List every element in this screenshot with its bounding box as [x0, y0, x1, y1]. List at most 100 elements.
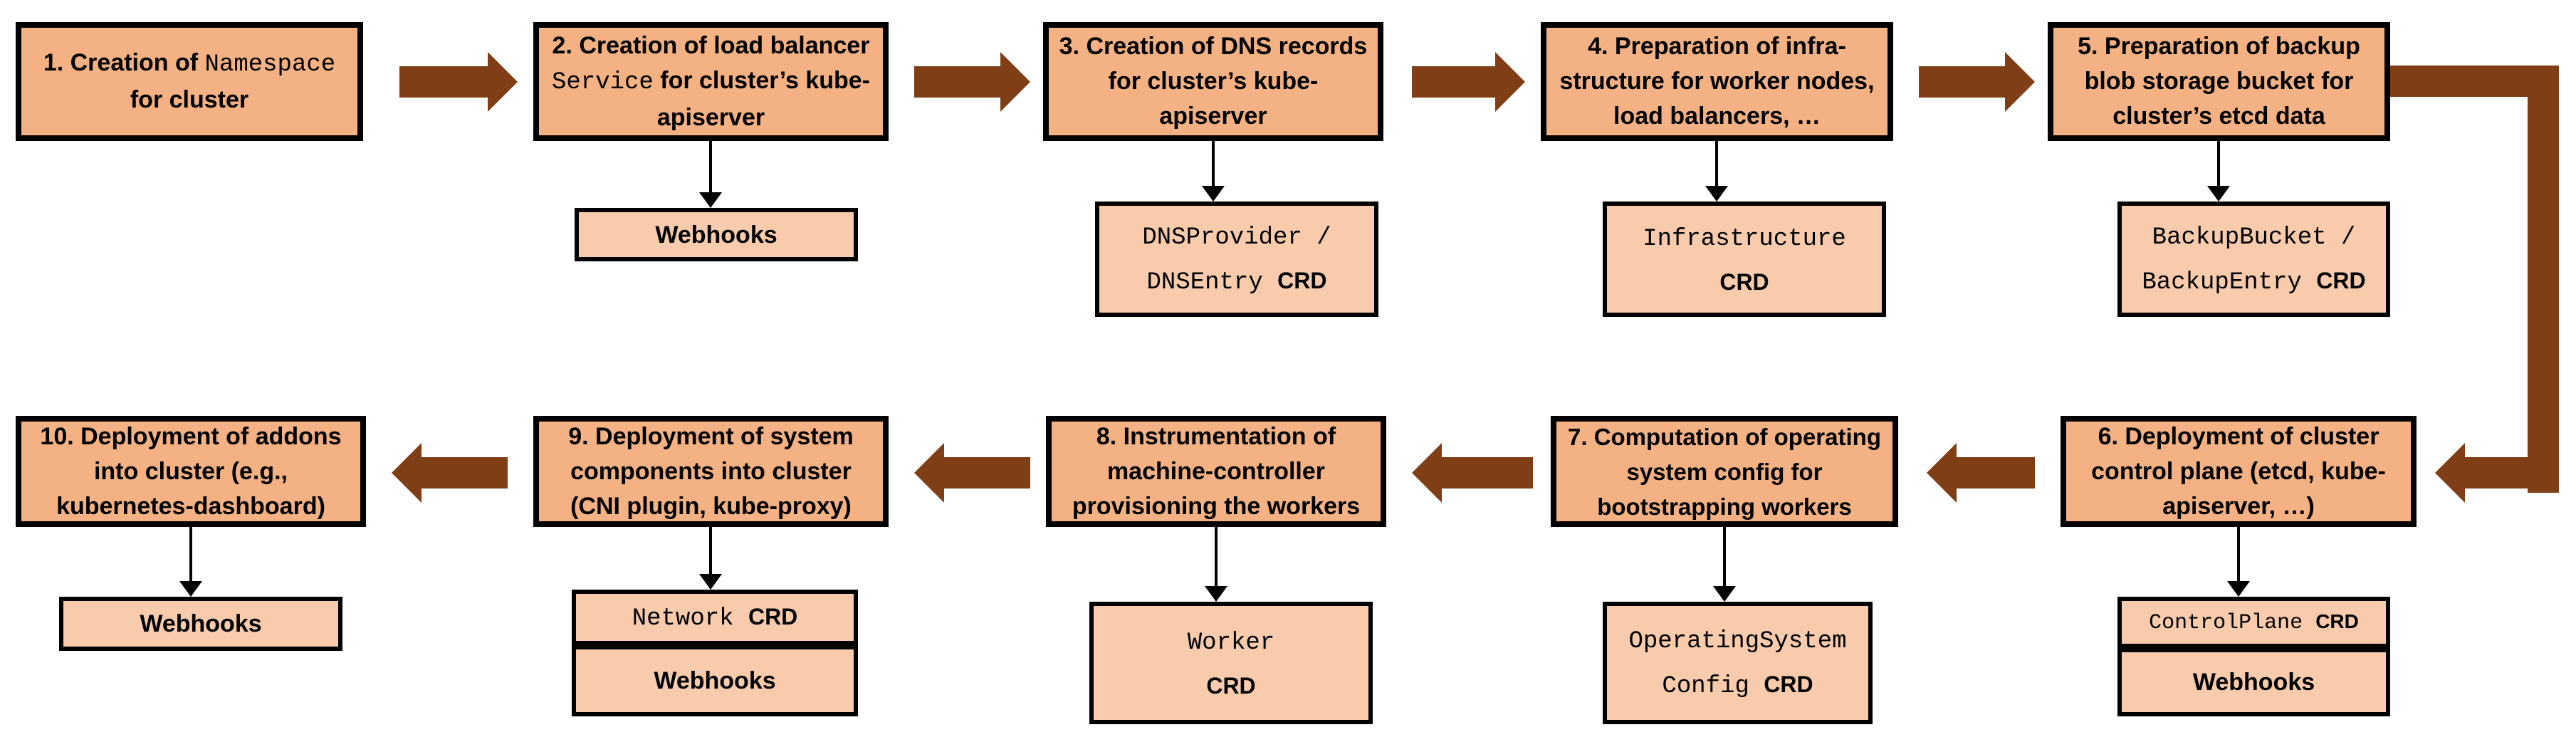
webhooks-text: Webhooks — [655, 221, 777, 249]
arrow-head — [1000, 52, 1030, 112]
connector-line — [709, 527, 712, 575]
webhooks-text: Webhooks — [654, 667, 776, 694]
step-8-label: 8. Instrumentation of machine-controller… — [1059, 419, 1373, 524]
flow-arrow-5-to-6-icon — [2435, 443, 2557, 503]
crd-box-backupbucket-backupentry: BackupBucket / BackupEntry CRD — [2117, 202, 2390, 317]
crd-name-text: Config — [1662, 673, 1764, 700]
connector-head — [179, 581, 202, 597]
step-2-text-segment: 2. Creation of load balancer — [552, 31, 870, 59]
crd-line: Infrastructure — [1643, 216, 1846, 261]
step-4-label: 4. Preparation of infra-structure for wo… — [1554, 29, 1880, 134]
crd-line: OperatingSystem — [1628, 618, 1846, 663]
connector-line — [1715, 141, 1718, 187]
connector-head — [1202, 186, 1225, 202]
arrow-head — [1927, 443, 1957, 503]
crd-line: DNSProvider / — [1142, 214, 1331, 259]
crd-suffix-text: CRD — [1206, 672, 1256, 699]
arrow-head — [2435, 443, 2465, 503]
crd-suffix-text: CRD — [2315, 610, 2359, 632]
step-7-text-segment: 7. Computation of operating system confi… — [1568, 423, 1881, 520]
crd-box-worker: Worker CRD — [1089, 602, 1373, 724]
webhooks-label: Webhooks — [655, 214, 777, 256]
step-5-box: 5. Preparation of backup blob storage bu… — [2048, 22, 2390, 141]
crd-box-operatingsystemconfig: OperatingSystem Config CRD — [1603, 602, 1873, 724]
crd-line: BackupEntry CRD — [2142, 259, 2365, 304]
step-1-box: 1. Creation of Namespace for cluster — [16, 22, 363, 141]
crd-line: ControlPlane CRD — [2149, 607, 2359, 637]
arrow-body — [914, 66, 1002, 98]
down-arrow-step-8-icon — [1205, 527, 1227, 602]
step-4-text-segment: 4. Preparation of infra-structure for wo… — [1559, 33, 1875, 130]
arrow-body — [399, 66, 489, 98]
crd-line: Config CRD — [1662, 663, 1813, 708]
arrow-body — [1955, 457, 2035, 488]
crd-name-text: Infrastructure — [1643, 225, 1846, 253]
connector-line — [1723, 527, 1726, 587]
step-3-text-segment: 3. Creation of DNS records for cluster’s… — [1059, 33, 1368, 130]
step-10-box: 10. Deployment of addons into cluster (e… — [16, 416, 366, 527]
crd-name-text: Network — [632, 605, 748, 632]
crd-name-text: DNSProvider / — [1142, 224, 1331, 251]
step-6-label: 6. Deployment of cluster control plane (… — [2073, 419, 2404, 524]
connector-line — [189, 527, 192, 582]
step-2-text-segment: for cluster’s kube-apiserver — [653, 66, 871, 131]
step-3-label: 3. Creation of DNS records for cluster’s… — [1056, 29, 1371, 134]
step-6-text-segment: 6. Deployment of cluster control plane (… — [2091, 422, 2386, 520]
webhooks-text: Webhooks — [2192, 669, 2315, 696]
arrow-head — [488, 52, 518, 112]
crd-box-webhooks-step-2: Webhooks — [575, 208, 858, 261]
step-5-label: 5. Preparation of backup blob storage bu… — [2061, 29, 2377, 134]
arrow-body — [2464, 457, 2557, 488]
arrow-head — [1412, 443, 1442, 503]
step-10-label: 10. Deployment of addons into cluster (e… — [28, 419, 353, 524]
elbow-connector-vertical-segment — [2528, 66, 2559, 493]
flow-arrow-3-to-4-icon — [1412, 52, 1525, 112]
down-arrow-step-9-icon — [699, 527, 722, 590]
connector-head — [699, 574, 722, 590]
connector-head — [2227, 581, 2250, 597]
arrow-head — [914, 443, 944, 503]
crd-box-webhooks-step-9: Webhooks — [572, 645, 858, 716]
step-7-label: 7. Computation of operating system confi… — [1564, 419, 1885, 524]
crd-suffix-text: CRD — [1719, 268, 1769, 295]
step-9-text-segment: 9. Deployment of system components into … — [568, 422, 854, 520]
webhooks-label: Webhooks — [2193, 661, 2315, 704]
connector-head — [1205, 586, 1227, 602]
connector-head — [699, 192, 722, 208]
crd-name-text: DNSEntry — [1146, 269, 1278, 296]
crd-box-webhooks-step-10: Webhooks — [59, 597, 342, 651]
flow-arrow-4-to-5-icon — [1919, 52, 2035, 112]
down-arrow-step-4-icon — [1705, 141, 1728, 202]
crd-name-text: BackupEntry — [2142, 269, 2317, 296]
crd-name-text: OperatingSystem — [1628, 628, 1847, 655]
step-1-label: 1. Creation of Namespace for cluster — [28, 46, 350, 117]
step-1-text-segment: 1. Creation of — [43, 49, 205, 76]
step-5-text-segment: 5. Preparation of backup blob storage bu… — [2078, 33, 2360, 130]
webhooks-text: Webhooks — [140, 610, 262, 637]
crd-name-text: Worker — [1187, 629, 1275, 657]
step-2-label: 2. Creation of load balancer Service for… — [546, 28, 876, 135]
crd-suffix-text: CRD — [1277, 268, 1327, 293]
crd-suffix-text: CRD — [1764, 672, 1813, 697]
step-4-box: 4. Preparation of infra-structure for wo… — [1541, 22, 1893, 141]
crd-box-infrastructure: Infrastructure CRD — [1603, 202, 1886, 317]
step-8-box: 8. Instrumentation of machine-controller… — [1046, 416, 1386, 527]
connector-line — [2237, 527, 2240, 582]
arrow-body — [1412, 66, 1497, 98]
flow-arrow-7-to-8-icon — [1412, 443, 1533, 503]
step-3-box: 3. Creation of DNS records for cluster’s… — [1043, 22, 1383, 141]
step-7-box: 7. Computation of operating system confi… — [1551, 416, 1898, 527]
down-arrow-step-2-icon — [699, 141, 722, 208]
down-arrow-step-5-icon — [2207, 141, 2230, 202]
crd-line: BackupBucket / — [2152, 214, 2356, 259]
down-arrow-step-7-icon — [1713, 527, 1736, 602]
connector-line — [1215, 527, 1218, 587]
step-2-code-segment: Service — [551, 68, 654, 96]
connector-head — [1713, 586, 1736, 602]
step-9-box: 9. Deployment of system components into … — [533, 416, 889, 527]
connector-line — [1212, 141, 1215, 187]
arrow-head — [392, 443, 422, 503]
arrow-body — [1440, 457, 1533, 488]
crd-line: DNSEntry CRD — [1147, 259, 1327, 304]
arrow-head — [1495, 52, 1525, 112]
